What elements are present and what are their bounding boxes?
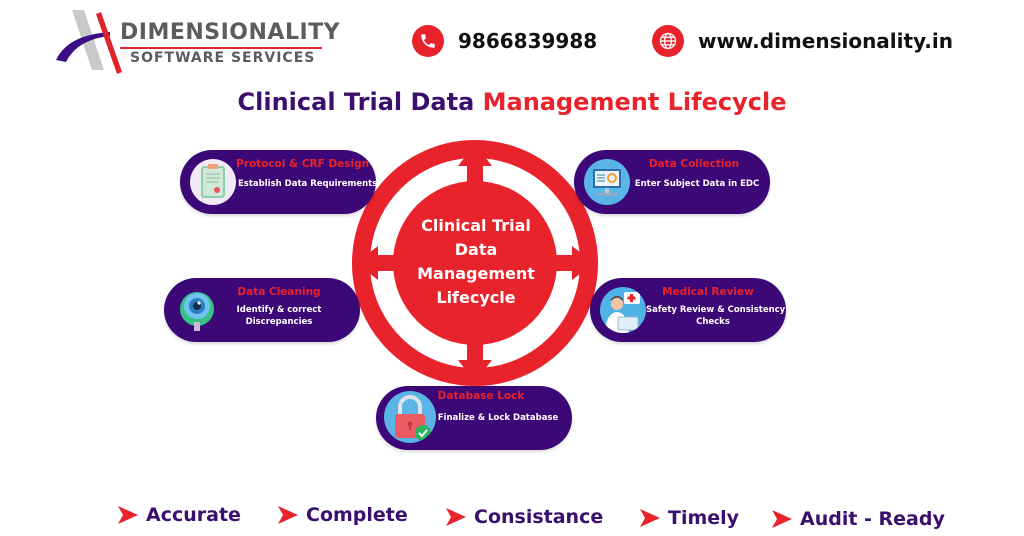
stage-title: Protocol & CRF Design bbox=[236, 158, 370, 170]
stage-title: Database Lock bbox=[437, 390, 525, 402]
stage-description-line: Checks bbox=[696, 317, 730, 327]
stage-description-line: Identify & correct bbox=[236, 305, 322, 315]
arrow-right-icon bbox=[446, 508, 466, 526]
value-label: Consistance bbox=[474, 506, 604, 528]
center-line: Management bbox=[417, 264, 535, 283]
logo-divider bbox=[120, 47, 322, 49]
stage-card-medical-review: Medical Review Safety Review & Consisten… bbox=[590, 278, 786, 342]
value-item-timely: Timely bbox=[640, 503, 739, 533]
title-part-2: Management Lifecycle bbox=[482, 88, 787, 116]
center-line: Data bbox=[454, 240, 498, 259]
lifecycle-wheel bbox=[352, 140, 598, 386]
arrow-right-icon bbox=[772, 510, 792, 528]
contact-phone[interactable]: 9866839988 bbox=[412, 24, 597, 58]
value-item-consistance: Consistance bbox=[446, 502, 603, 532]
stage-title: Data Cleaning bbox=[237, 286, 321, 298]
stage-card-data-collection: Data Collection Enter Subject Data in ED… bbox=[574, 150, 770, 214]
contact-website[interactable]: www.dimensionality.in bbox=[652, 24, 953, 58]
logo-title: DIMENSIONALITY bbox=[120, 20, 341, 45]
stage-card-protocol-crf-design: Protocol & CRF Design Establish Data Req… bbox=[180, 150, 378, 214]
stage-description: Finalize & Lock Database bbox=[436, 412, 560, 424]
website-url: www.dimensionality.in bbox=[698, 29, 953, 53]
center-line: Lifecycle bbox=[436, 288, 516, 307]
company-logo: DIMENSIONALITY SOFTWARE SERVICES bbox=[52, 6, 340, 74]
value-item-audit-ready: Audit - Ready bbox=[772, 504, 945, 534]
phone-number: 9866839988 bbox=[458, 29, 598, 53]
arrow-right-icon bbox=[278, 506, 298, 524]
stage-card-database-lock: Database Lock Finalize & Lock Database bbox=[376, 386, 572, 450]
arrow-right-icon bbox=[640, 509, 660, 527]
value-label: Accurate bbox=[146, 504, 241, 526]
stage-description: Safety Review & Consistency Checks bbox=[646, 304, 786, 328]
value-label: Timely bbox=[668, 507, 740, 529]
stage-description-line: Establish Data Requirements bbox=[238, 179, 378, 189]
center-line: Clinical Trial bbox=[421, 216, 531, 235]
globe-icon bbox=[652, 25, 684, 57]
clipboard-icon bbox=[190, 159, 236, 205]
stage-title: Data Collection bbox=[648, 158, 740, 170]
stage-description-line: Enter Subject Data in EDC bbox=[634, 179, 760, 189]
value-item-complete: Complete bbox=[278, 500, 408, 530]
magnifying-glass-icon bbox=[174, 287, 220, 333]
phone-icon bbox=[412, 25, 444, 57]
logo-mark-icon bbox=[56, 10, 122, 74]
computer-monitor-icon bbox=[584, 159, 630, 205]
value-item-accurate: Accurate bbox=[118, 500, 241, 530]
wheel-center-label: Clinical Trial Data Management Lifecycle bbox=[400, 214, 552, 310]
stage-description-line: Discrepancies bbox=[245, 317, 313, 327]
stage-description: Identify & correct Discrepancies bbox=[224, 304, 334, 328]
title-part-1: Clinical Trial Data bbox=[237, 88, 475, 116]
page-title: Clinical Trial Data Management Lifecycle bbox=[0, 88, 1024, 116]
stage-title: Medical Review bbox=[662, 286, 754, 298]
stage-description-line: Safety Review & Consistency bbox=[646, 305, 786, 315]
value-label: Audit - Ready bbox=[800, 508, 945, 530]
logo-subtitle: SOFTWARE SERVICES bbox=[130, 50, 316, 66]
value-label: Complete bbox=[306, 504, 408, 526]
stage-description-line: Finalize & Lock Database bbox=[437, 413, 559, 423]
stage-description: Enter Subject Data in EDC bbox=[634, 178, 760, 190]
padlock-icon bbox=[384, 391, 436, 443]
arrow-right-icon bbox=[118, 506, 138, 524]
doctor-icon bbox=[600, 287, 646, 333]
stage-card-data-cleaning: Data Cleaning Identify & correct Discrep… bbox=[164, 278, 360, 342]
stage-description: Establish Data Requirements bbox=[238, 178, 378, 190]
